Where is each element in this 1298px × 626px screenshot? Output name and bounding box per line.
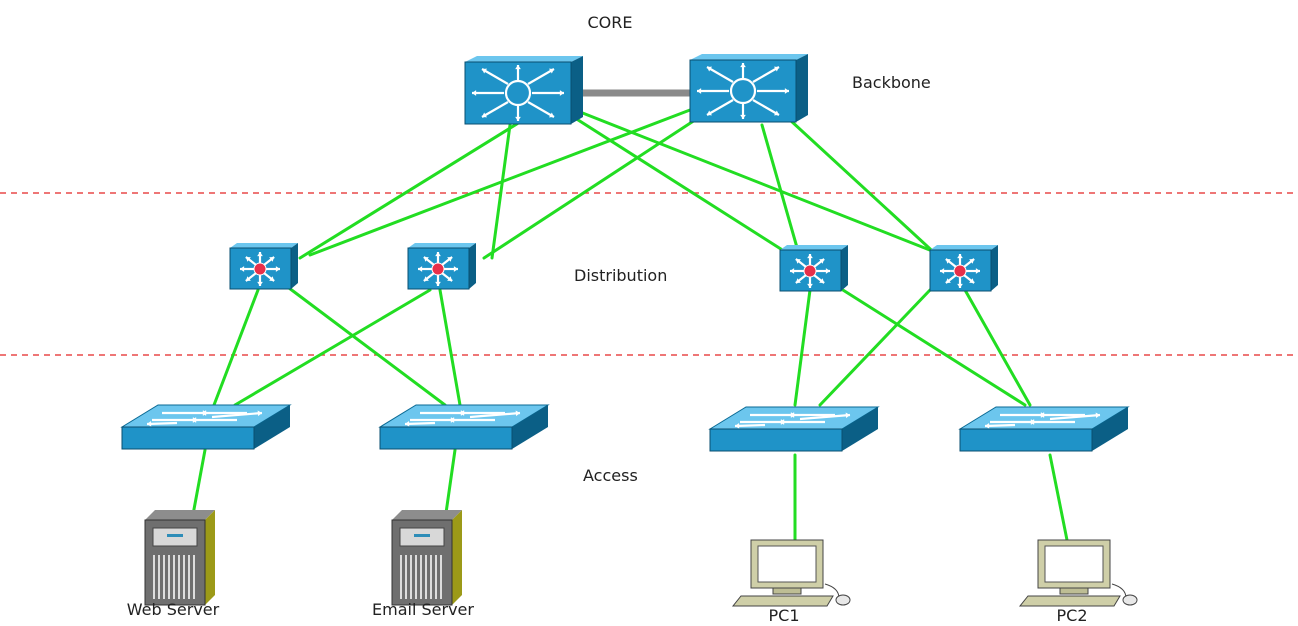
devices-group: [120, 54, 1138, 607]
distribution-switch-2[interactable]: [407, 243, 476, 290]
access-switch-4[interactable]: [958, 406, 1130, 452]
link-line: [788, 118, 942, 260]
link-line: [818, 288, 932, 407]
distribution-switch-1[interactable]: [229, 243, 298, 290]
pc1-icon: [731, 539, 851, 607]
layer-label-distribution: Distribution: [574, 266, 668, 285]
link-line: [308, 108, 692, 257]
distribution-switch-4[interactable]: [929, 245, 998, 292]
access-switch-3[interactable]: [708, 406, 880, 452]
link-line: [212, 288, 260, 407]
device-label-email-server: Email Server: [372, 600, 474, 619]
device-label-web-server: Web Server: [126, 600, 220, 619]
core-switch-right[interactable]: [689, 54, 808, 123]
link-line: [438, 288, 462, 407]
link-line: [482, 118, 697, 260]
link-line: [190, 448, 207, 522]
links-group: [190, 89, 1070, 547]
core-switch-left[interactable]: [464, 56, 583, 125]
link-line: [443, 448, 457, 522]
link-line: [1048, 453, 1070, 547]
access-switch-1[interactable]: [120, 404, 292, 450]
link-line: [283, 283, 447, 407]
link-line: [963, 288, 1032, 407]
web-server-icon: [144, 510, 215, 606]
layer-label-core: CORE: [587, 13, 633, 32]
link-line: [760, 123, 802, 260]
link-line: [233, 288, 432, 407]
device-label-pc2: PC2: [1056, 606, 1088, 625]
layer-label-backbone: Backbone: [852, 73, 931, 92]
link-line: [573, 108, 952, 260]
link-line: [490, 123, 512, 260]
link-line: [573, 116, 797, 260]
email-server-icon: [391, 510, 462, 606]
pc2-icon: [1018, 539, 1138, 607]
access-switch-2[interactable]: [378, 404, 550, 450]
link-line: [298, 120, 522, 260]
link-line: [833, 283, 1027, 407]
layer-label-access: Access: [583, 466, 638, 485]
distribution-switch-3[interactable]: [779, 245, 848, 292]
link-line: [793, 288, 812, 407]
device-label-pc1: PC1: [768, 606, 800, 625]
